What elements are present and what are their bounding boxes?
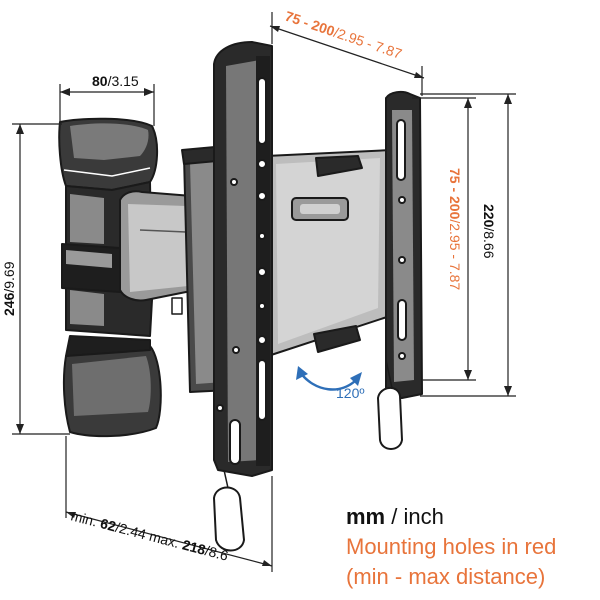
dim-top-vesa-mm: 75 - 200 — [283, 8, 337, 40]
dim-top-vesa: 75 - 200/2.95 - 7.87 — [283, 8, 404, 62]
dim-plate-height-inch: /8.66 — [481, 227, 497, 258]
dim-depth-max-mm: 218 — [181, 536, 208, 557]
legend-units: mm / inch — [346, 502, 598, 532]
dim-arm-width-inch: /3.15 — [108, 73, 139, 89]
legend-note-line2: (min - max distance) — [346, 564, 546, 589]
wall-arm-assembly — [58, 117, 197, 438]
rotation-label: 120º — [336, 385, 364, 401]
dim-depth: min. 62/2.44 max. 218/8.6 — [69, 507, 230, 563]
dim-depth-max-inch: /8.6 — [203, 542, 230, 563]
dim-plate-height: 220/8.66 — [481, 204, 497, 259]
dim-right-vesa: 75 - 200/2.95 - 7.87 — [447, 168, 463, 290]
tv-left-rail — [213, 41, 273, 552]
legend-units-inch: / inch — [385, 504, 444, 529]
dimension-lines — [12, 12, 516, 572]
tv-right-rail — [377, 90, 423, 450]
clamp-top — [315, 155, 363, 177]
dim-arm-width-mm: 80 — [92, 73, 108, 89]
curved-double-arrow-icon — [296, 366, 362, 391]
dim-total-height-inch: /9.69 — [1, 261, 17, 292]
dim-total-height-mm: 246 — [1, 292, 17, 316]
dim-right-vesa-mm: 75 - 200 — [447, 168, 463, 220]
legend-units-mm: mm — [346, 504, 386, 529]
dim-depth-min-mm: 62 — [99, 515, 118, 534]
legend: mm / inch Mounting holes in red (min - m… — [346, 502, 598, 592]
dim-plate-height-mm: 220 — [481, 204, 497, 228]
legend-note-line1: Mounting holes in red — [346, 534, 557, 559]
dim-top-vesa-inch: /2.95 - 7.87 — [332, 24, 404, 62]
tv-back-plate — [265, 149, 393, 357]
dim-depth-prefix: min. — [69, 507, 102, 530]
dim-right-vesa-inch: /2.95 - 7.87 — [447, 219, 463, 290]
dim-depth-min-inch: /2.44 max. — [114, 519, 185, 552]
dim-arm-width: 80/3.15 — [92, 73, 139, 89]
dim-total-height: 246/9.69 — [1, 261, 17, 316]
clamp-bottom — [313, 325, 361, 353]
